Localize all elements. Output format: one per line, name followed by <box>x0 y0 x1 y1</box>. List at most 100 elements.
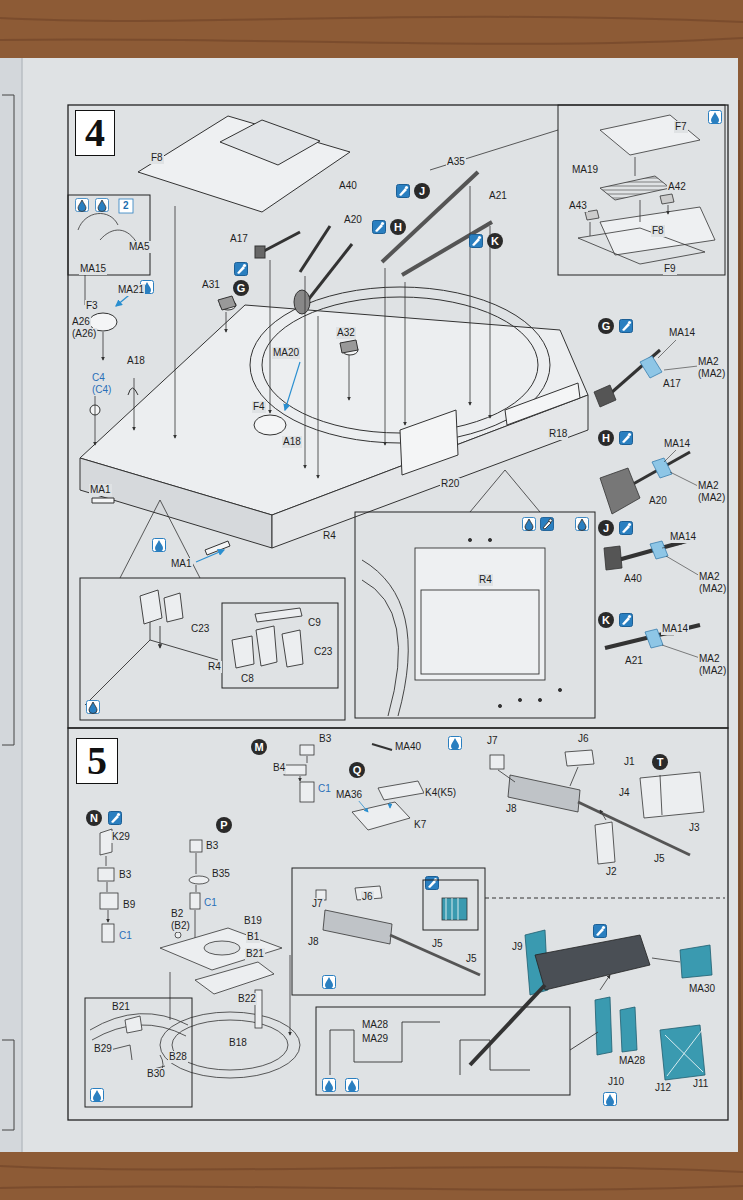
interior-detail-drawing <box>415 548 545 680</box>
part-number: MA14 <box>668 327 696 339</box>
part-number: MA2 <box>697 480 720 492</box>
machine-gun-drawing <box>490 755 504 769</box>
part-number: C9 <box>307 617 322 629</box>
corner-detail-drawing <box>164 593 183 622</box>
strap-inset-drawing <box>78 214 118 230</box>
hatch-parts-drawing <box>106 856 108 922</box>
placement-arrow <box>175 206 176 438</box>
part-number: A35 <box>446 156 466 168</box>
glue-arrow <box>285 362 300 410</box>
detail-inset <box>292 868 485 995</box>
instruction-icon <box>91 111 722 1106</box>
detail-inset <box>85 998 192 1107</box>
detail-inset <box>355 512 595 718</box>
hatch-inset-drawing <box>660 194 674 204</box>
corner-detail-drawing <box>255 608 302 622</box>
machine-gun-drawing <box>442 898 467 920</box>
part-number: C8 <box>240 673 255 685</box>
callout-letter-circle: J <box>414 183 430 199</box>
part-number: A21 <box>624 655 644 667</box>
strap-inset-drawing <box>119 199 133 213</box>
part-number: MA28 <box>361 1019 389 1031</box>
hatch-parts-drawing <box>100 893 118 909</box>
tool-parts <box>218 172 492 353</box>
callout-letter: G <box>602 320 611 332</box>
part-number: (B2) <box>170 920 191 932</box>
part-number: J1 <box>623 756 636 768</box>
part-number: B30 <box>146 1068 166 1080</box>
tool-detail-drawing <box>626 452 690 488</box>
hatch-parts-drawing <box>190 840 202 852</box>
machine-gun-drawing <box>660 775 662 815</box>
part-number: A20 <box>343 214 363 226</box>
part-number: J10 <box>607 1076 625 1088</box>
tool-parts <box>340 340 358 353</box>
callout-letter: J <box>419 185 425 197</box>
detail-inset <box>222 603 338 688</box>
instruction-icon <box>709 111 722 124</box>
part-number: B18 <box>228 1037 248 1049</box>
small-parts-drawing <box>284 744 424 830</box>
placement-arrow <box>349 355 350 400</box>
part-number: A43 <box>568 200 588 212</box>
part-number: MA1 <box>170 558 193 570</box>
part-number: (A26) <box>71 328 97 340</box>
paper-sheet <box>0 58 738 1152</box>
bracket-detail-drawing <box>570 1032 598 1050</box>
detail-inset <box>316 1007 570 1095</box>
instruction-icon <box>594 925 607 938</box>
placement-arrow <box>226 312 227 332</box>
part-number: F8 <box>651 225 665 237</box>
interior-detail-drawing <box>576 518 589 531</box>
machine-gun-drawing <box>595 822 615 864</box>
callout-letter: J <box>603 522 609 534</box>
hatch-parts-drawing <box>189 876 209 884</box>
part-number: (MA2) <box>697 368 726 380</box>
ring-detail-drawing <box>110 1045 132 1060</box>
painted-gun-drawing <box>470 985 545 1065</box>
tool-parts <box>402 222 492 275</box>
part-number: MA2 <box>698 571 721 583</box>
ring-detail-drawing <box>90 1014 188 1073</box>
hull-drawing <box>220 120 320 165</box>
corner-detail-drawing <box>85 590 303 714</box>
part-number: J8 <box>307 936 320 948</box>
step-frame <box>68 105 728 1120</box>
hull-drawing <box>505 383 580 425</box>
step-number: 4 <box>85 112 105 154</box>
tool-parts <box>382 172 478 262</box>
detail-pointer <box>85 130 558 578</box>
hull-drawing <box>92 498 114 503</box>
small-parts-drawing <box>390 802 391 808</box>
instruction-icon <box>235 263 248 276</box>
hatch-inset-drawing <box>590 157 668 236</box>
machine-gun-drawing <box>316 750 704 975</box>
part-number: MA14 <box>669 531 697 543</box>
part-number: J9 <box>511 941 524 953</box>
instruction-icon <box>153 539 166 552</box>
placement-arrow <box>470 186 471 405</box>
hatch-inset-drawing <box>578 228 705 264</box>
dashed-guide <box>485 898 725 899</box>
part-number: B3 <box>318 733 332 745</box>
interior-detail-drawing <box>362 560 408 716</box>
step-number-box: 4 <box>75 110 115 156</box>
quantity-number: 2 <box>122 200 130 212</box>
tool-parts <box>255 246 265 258</box>
tool-detail-drawing <box>650 541 668 559</box>
tool-detail-drawing <box>594 385 616 407</box>
small-parts-drawing <box>300 756 307 781</box>
part-number: B28 <box>168 1051 188 1063</box>
tool-parts <box>294 290 310 314</box>
painted-gun-drawing <box>595 997 612 1055</box>
hull-drawing <box>272 395 588 548</box>
part-number: MA2 <box>698 653 721 665</box>
instruction-icon <box>620 522 633 535</box>
step-number: 5 <box>87 740 107 782</box>
tool-detail-drawing <box>604 546 622 570</box>
callout-letter-circle: H <box>598 430 614 446</box>
instruction-icon <box>470 235 483 248</box>
part-number: MA15 <box>79 263 107 275</box>
part-number: B29 <box>93 1043 113 1055</box>
part-number: MA28 <box>618 1055 646 1067</box>
